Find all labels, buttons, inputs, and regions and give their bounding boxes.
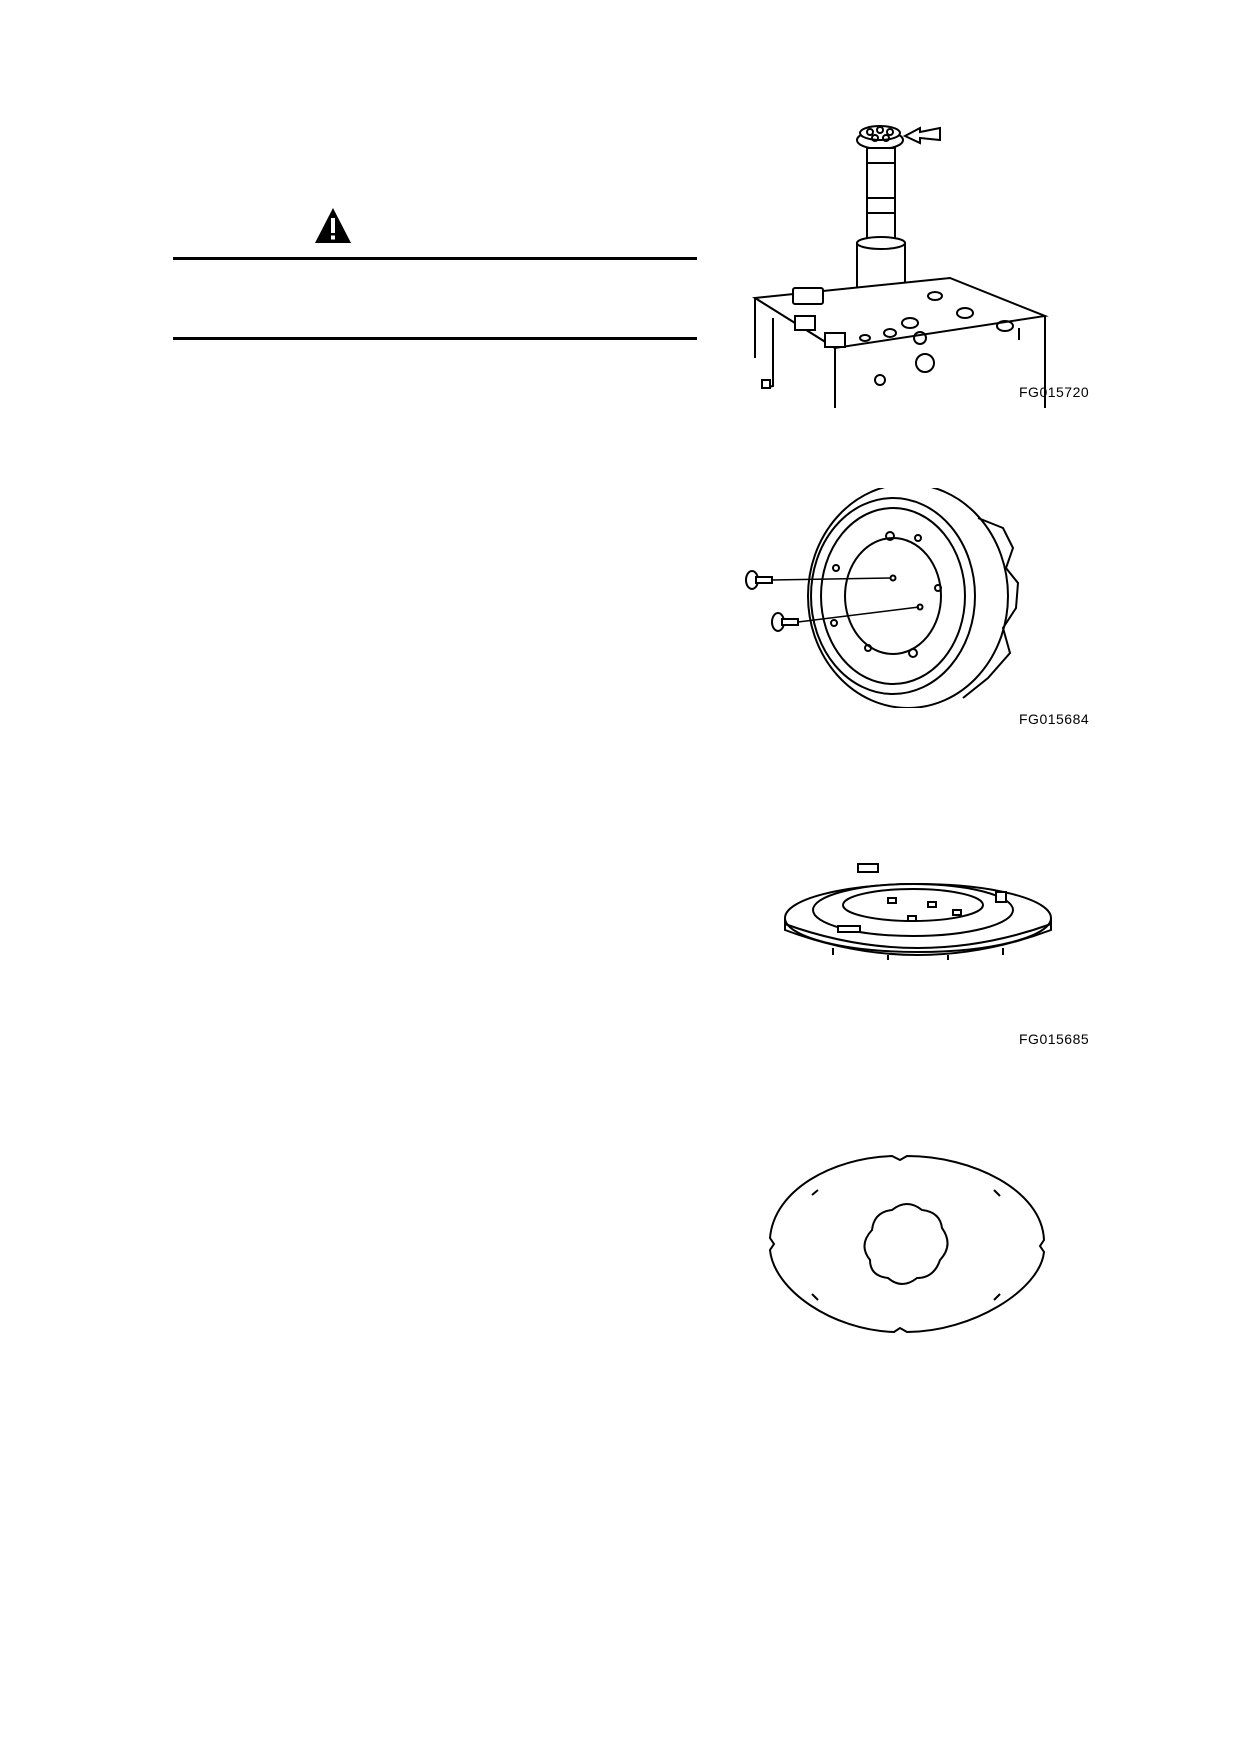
- figure-label: FG015684: [1019, 711, 1090, 727]
- warning-bottom-rule: [173, 337, 697, 340]
- figure-label: FG015685: [1019, 1031, 1090, 1047]
- figure-thin-plate: [762, 1150, 1052, 1335]
- figure-control-valve: [735, 118, 1085, 408]
- figure-disc-assembly: [778, 860, 1058, 970]
- warning-top-rule: [173, 257, 697, 260]
- warning-triangle-icon: [313, 206, 353, 246]
- figure-disc-with-bolts: [738, 488, 1038, 708]
- figure-label: FG015720: [1019, 384, 1090, 400]
